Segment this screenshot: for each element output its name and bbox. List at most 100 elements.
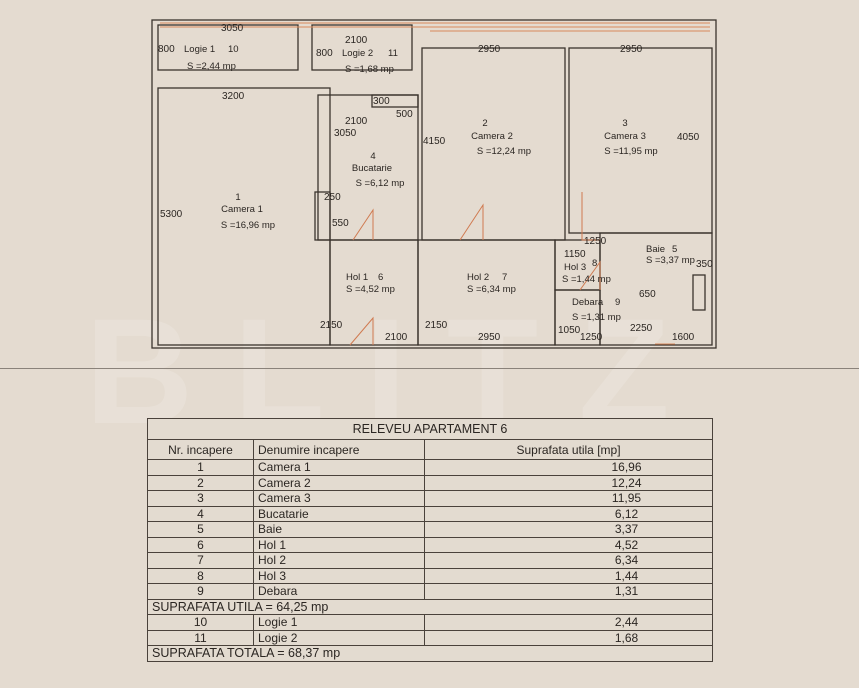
svg-text:Baie: Baie xyxy=(646,244,665,255)
svg-text:S =1,68 mp: S =1,68 mp xyxy=(345,64,394,75)
room-area: 12,24 xyxy=(424,474,713,491)
room-logie-2: Logie 2 11 S =1,68 mp xyxy=(342,48,398,75)
room-number: 9 xyxy=(147,583,254,600)
dim: 800 xyxy=(316,48,333,59)
svg-text:8: 8 xyxy=(592,258,597,269)
room-name: Logie 2 xyxy=(253,629,425,646)
room-area: 16,96 xyxy=(424,459,713,476)
room-number: 6 xyxy=(147,536,254,553)
room-number: 4 xyxy=(147,505,254,522)
dim: 1050 xyxy=(558,325,581,336)
svg-text:5: 5 xyxy=(672,244,677,255)
room-number: 11 xyxy=(147,629,254,646)
dim: 1600 xyxy=(672,332,695,343)
room-area: 1,31 xyxy=(424,583,713,600)
dim: 2250 xyxy=(630,323,653,334)
subtotal: SUPRAFATA UTILA = 64,25 mp xyxy=(147,598,713,615)
dim: 250 xyxy=(324,192,341,203)
room-area: 2,44 xyxy=(424,614,713,631)
svg-text:S =3,37 mp: S =3,37 mp xyxy=(646,255,695,266)
svg-text:1: 1 xyxy=(235,192,240,203)
room-name: Hol 2 xyxy=(253,552,425,569)
dim: 4050 xyxy=(677,132,700,143)
room-name: Bucatarie xyxy=(253,505,425,522)
room-name: Camera 1 xyxy=(253,459,425,476)
dim: 2100 xyxy=(345,116,368,127)
dim: 2100 xyxy=(345,35,368,46)
room-name: Logie 1 xyxy=(253,614,425,631)
svg-text:11: 11 xyxy=(388,48,398,59)
dim: 3200 xyxy=(222,91,245,102)
table-title: RELEVEU APARTAMENT 6 xyxy=(147,418,713,440)
room-name: Debara xyxy=(253,583,425,600)
svg-text:S =11,95 mp: S =11,95 mp xyxy=(604,146,657,157)
dim: 550 xyxy=(332,218,349,229)
dim: 350 xyxy=(696,259,713,270)
svg-text:Logie 2: Logie 2 xyxy=(342,48,373,59)
room-number: 5 xyxy=(147,521,254,538)
dim: 1250 xyxy=(580,332,603,343)
dim: 4150 xyxy=(423,136,446,147)
dim: 5300 xyxy=(160,209,183,220)
room-number: 1 xyxy=(147,459,254,476)
dim: 2100 xyxy=(385,332,408,343)
room-name: Baie xyxy=(253,521,425,538)
svg-text:Hol 1: Hol 1 xyxy=(346,272,368,283)
svg-text:S =6,12 mp: S =6,12 mp xyxy=(356,178,405,189)
room-number: 3 xyxy=(147,490,254,507)
header-denumire: Denumire incapere xyxy=(253,439,425,460)
svg-text:Hol 3: Hol 3 xyxy=(564,262,586,273)
fold-line xyxy=(0,368,859,369)
svg-text:Camera 1: Camera 1 xyxy=(221,204,263,215)
door-swings xyxy=(349,192,601,346)
svg-text:Hol 2: Hol 2 xyxy=(467,272,489,283)
dim: 650 xyxy=(639,289,656,300)
room-number: 7 xyxy=(147,552,254,569)
room-number: 2 xyxy=(147,474,254,491)
room-area: 1,68 xyxy=(424,629,713,646)
room-area: 3,37 xyxy=(424,521,713,538)
room-baie: Baie 5S =3,37 mp xyxy=(646,244,695,266)
svg-text:S =2,44 mp: S =2,44 mp xyxy=(187,61,236,72)
dimension-labels: 3050 800 2100 800 2950 2950 3200 300 500… xyxy=(158,23,713,343)
total: SUPRAFATA TOTALA = 68,37 mp xyxy=(147,645,713,662)
room-area: 1,44 xyxy=(424,567,713,584)
room-area: 6,34 xyxy=(424,552,713,569)
svg-text:S =1,31 mp: S =1,31 mp xyxy=(572,312,621,323)
room-name: Camera 3 xyxy=(253,490,425,507)
room-number: 10 xyxy=(147,614,254,631)
svg-text:Logie 1: Logie 1 xyxy=(184,44,215,55)
dim: 2950 xyxy=(478,44,501,55)
svg-text:Bucatarie: Bucatarie xyxy=(352,163,392,174)
svg-text:10: 10 xyxy=(228,44,239,55)
dim: 1150 xyxy=(564,249,586,260)
dim: 1250 xyxy=(584,236,607,247)
room-logie-1: Logie 1 10 S =2,44 mp xyxy=(184,44,239,72)
dim: 800 xyxy=(158,44,175,55)
svg-text:S =12,24 mp: S =12,24 mp xyxy=(477,146,531,157)
room-name: Hol 1 xyxy=(253,536,425,553)
releveu-table: RELEVEU APARTAMENT 6 Nr. incapere Denumi… xyxy=(147,418,713,662)
header-nr: Nr. incapere xyxy=(147,439,254,460)
dim: 3050 xyxy=(334,128,357,139)
header-suprafata: Suprafata utila [mp] xyxy=(424,439,713,460)
room-area: 11,95 xyxy=(424,490,713,507)
svg-text:3: 3 xyxy=(622,118,627,129)
room-area: 6,12 xyxy=(424,505,713,522)
dim: 500 xyxy=(396,109,413,120)
